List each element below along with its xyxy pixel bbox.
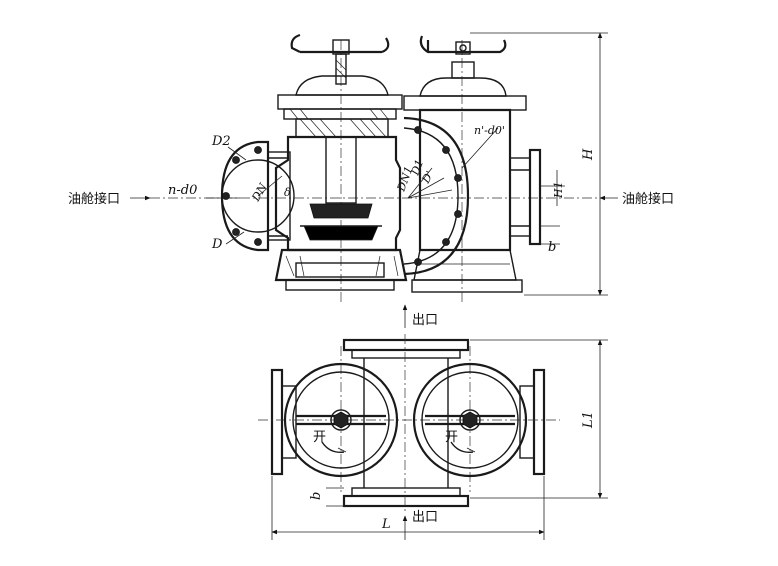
label-H1: H1 <box>552 181 565 199</box>
left-valve-section <box>220 33 408 291</box>
label-L1: L1 <box>581 411 596 429</box>
left-valve-top <box>283 362 399 478</box>
outlet-bottom-label: 出口 <box>412 510 438 525</box>
label-D2: D2 <box>211 134 231 149</box>
inlet-right-label: 油舱接口 <box>622 191 674 207</box>
label-H: H <box>581 148 596 161</box>
label-n-d0: n-d0 <box>168 183 197 198</box>
label-D1: D1 <box>408 158 426 178</box>
open-left-label: 开 <box>313 430 326 445</box>
label-delta: δ <box>284 186 291 199</box>
right-valve-top <box>412 362 528 478</box>
label-b-bottom: b <box>309 492 324 500</box>
outlet-top-label: 出口 <box>412 313 438 328</box>
plan-dimensions <box>271 339 608 540</box>
plan-view <box>258 334 608 540</box>
front-view <box>130 32 618 305</box>
label-b-right: b <box>548 240 556 255</box>
inlet-left-label: 油舱接口 <box>68 191 120 207</box>
right-valve-elevation <box>403 35 542 293</box>
label-D-prime: D' <box>419 169 437 187</box>
label-D: D <box>211 237 223 252</box>
label-n-prime-d0-prime: n'-d0' <box>474 124 505 137</box>
front-dimensions <box>130 32 618 296</box>
open-right-label: 开 <box>445 430 458 445</box>
label-L: L <box>381 517 391 532</box>
label-DN: DN <box>249 181 270 205</box>
